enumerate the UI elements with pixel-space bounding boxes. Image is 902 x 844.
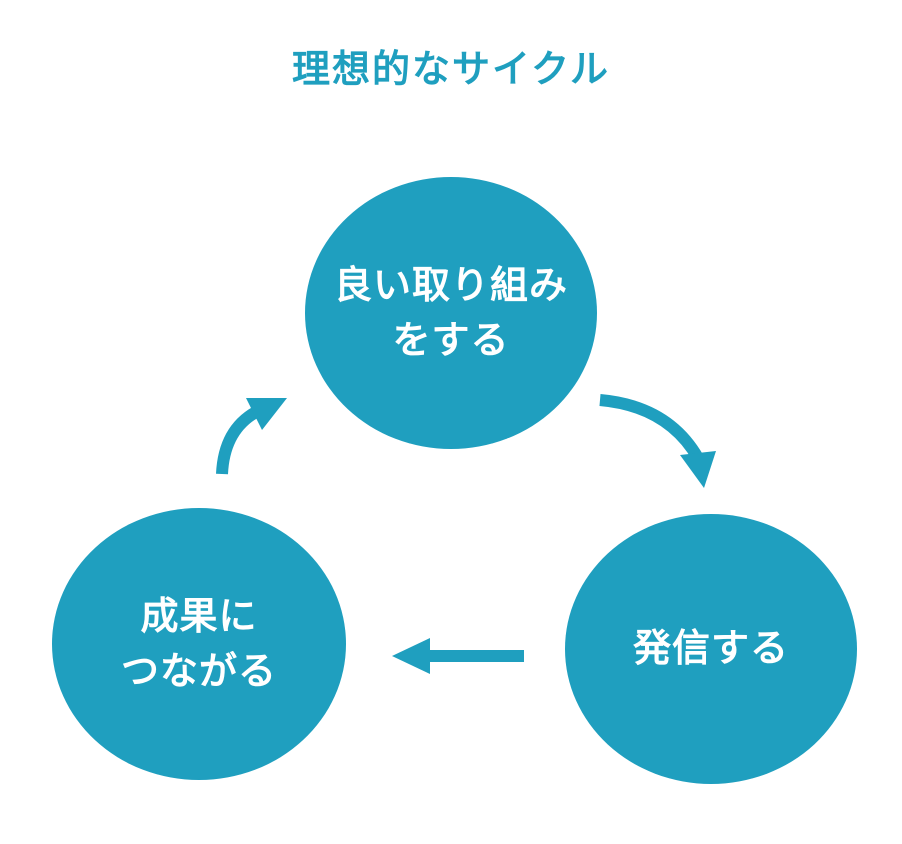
cycle-node-good-initiative: 良い取り組み をする — [305, 177, 597, 449]
node-label-line: 発信する — [632, 626, 789, 671]
node-label-line: つながる — [120, 649, 277, 693]
cycle-node-label: 成果に つながる — [121, 589, 277, 699]
cycle-node-results: 成果に つながる — [52, 508, 346, 780]
arrow-top-to-right — [599, 394, 716, 488]
node-label-line: 良い取り組み — [333, 262, 568, 307]
node-label-line: 成果に — [140, 593, 258, 638]
cycle-node-label: 良い取り組み をする — [334, 258, 568, 368]
node-label-line: をする — [392, 318, 510, 362]
cycle-node-label: 発信する — [633, 621, 789, 676]
arrow-right-to-left — [392, 638, 524, 674]
cycle-node-communicate: 発信する — [565, 514, 857, 784]
diagram-title: 理想的なサイクル — [291, 47, 611, 91]
arrow-left-to-top — [216, 398, 287, 475]
